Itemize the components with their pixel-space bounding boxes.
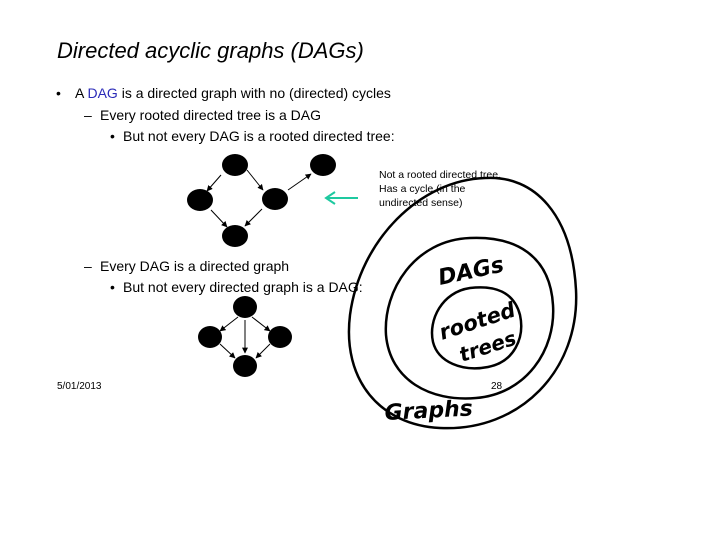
node (262, 188, 288, 210)
bullet-dag-not-tree: But not every DAG is a rooted directed t… (123, 128, 395, 144)
bullet-marker-1: • (56, 85, 61, 101)
bullet-dag-suffix: is a directed graph with no (directed) c… (117, 85, 391, 101)
note-line-3: undirected sense) (379, 197, 463, 209)
dags-oval (384, 236, 555, 400)
bullet-marker-5: • (110, 279, 115, 295)
graphs-label: Graphs (384, 396, 473, 426)
node (222, 225, 248, 247)
rooted-trees-oval (430, 286, 523, 370)
dag-example-graph (187, 154, 336, 247)
node (233, 355, 257, 377)
bullet-marker-3: • (110, 128, 115, 144)
edge-3 (287, 173, 312, 191)
bullet-marker-4: – (84, 258, 92, 274)
venn-nesting-diagram (347, 176, 578, 430)
bullet-dag-is-graph: Every DAG is a directed graph (100, 258, 290, 274)
node (310, 154, 336, 176)
edge-2 (246, 169, 264, 191)
cyclic-graph-example (198, 296, 292, 377)
node (187, 189, 213, 211)
bullet-tree-is-dag: Every rooted directed tree is a DAG (100, 107, 321, 123)
bullet-dag-definition: A DAG is a directed graph with no (direc… (75, 85, 391, 101)
slide-title: Directed acyclic graphs (DAGs) (57, 38, 364, 63)
pointer-arrow-icon (324, 191, 358, 205)
note-line-1: Not a rooted directed tree, (379, 169, 501, 181)
dags-label: DAGs (436, 253, 506, 291)
footer-date: 5/01/2013 (57, 381, 102, 392)
node (222, 154, 248, 176)
bullet-marker-2: – (84, 107, 92, 123)
node (268, 326, 292, 348)
bullet-dag-prefix: A (75, 85, 88, 101)
edge-1 (206, 174, 222, 192)
graphs-oval (347, 176, 578, 430)
dag-term: DAG (87, 85, 118, 101)
footer-page-number: 28 (491, 381, 503, 392)
bullet-graph-not-dag: But not every directed graph is a DAG: (123, 279, 363, 295)
node (198, 326, 222, 348)
edge-5 (244, 208, 263, 227)
node (233, 296, 257, 318)
edge-4 (210, 209, 228, 228)
